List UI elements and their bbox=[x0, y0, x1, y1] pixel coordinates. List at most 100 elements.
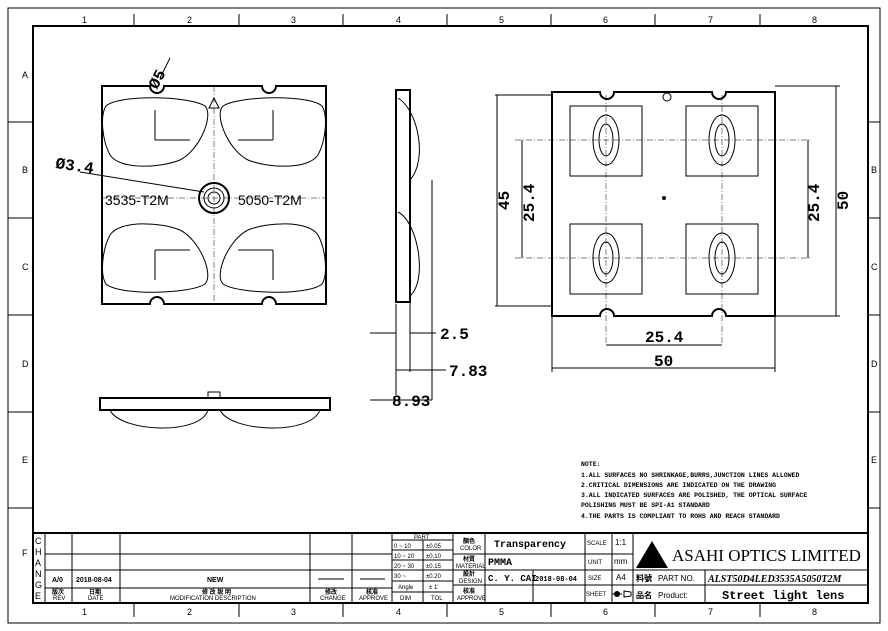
projection-symbol-icon bbox=[612, 590, 632, 598]
part-no-label: PART NO. bbox=[658, 574, 695, 583]
zone-row-e: E bbox=[22, 455, 28, 465]
note-line: 1.ALL SURFACES NO SHRINKAGE,BURRS,JUNCTI… bbox=[581, 472, 800, 479]
tolerance-value: ±0.15 bbox=[426, 564, 442, 570]
zone-row-e-right: E bbox=[871, 455, 877, 465]
sheet-label: SHEET bbox=[586, 592, 606, 598]
dim-25-4-bottom: 25.4 bbox=[645, 329, 684, 347]
zone-col-4-bottom: 4 bbox=[396, 607, 401, 617]
dim-25-4-left: 25.4 bbox=[521, 183, 539, 222]
scale-value: 1:1 bbox=[615, 538, 627, 547]
material-label: MATERIAL bbox=[456, 564, 486, 570]
zone-col-5: 5 bbox=[499, 15, 504, 25]
zone-row-d: D bbox=[22, 359, 29, 369]
note-line: 4.THE PARTS IS COMPLIANT TO ROHS AND REA… bbox=[581, 513, 780, 520]
tolerance-tol-label: TOL bbox=[431, 596, 443, 602]
zone-col-8: 8 bbox=[812, 15, 817, 25]
zone-row-f: F bbox=[22, 548, 28, 558]
unit-label: UNIT bbox=[588, 560, 602, 566]
led-right-label: 5050-T2M bbox=[238, 192, 302, 208]
change-header: CHANGE bbox=[320, 596, 346, 602]
tolerance-value: ±0.05 bbox=[426, 544, 442, 550]
zone-row-b: B bbox=[22, 165, 28, 175]
dim-50-horizontal: 50 bbox=[654, 353, 673, 371]
size-value: A4 bbox=[616, 573, 626, 582]
zone-row-c-right: C bbox=[871, 262, 878, 272]
tolerance-value: ± 1' bbox=[429, 585, 438, 591]
change-letter: G bbox=[35, 580, 42, 590]
product-value: Street light lens bbox=[722, 589, 844, 603]
rev-header: REV bbox=[53, 596, 65, 602]
tolerance-range: 30 ~ bbox=[394, 574, 406, 580]
approve-header-cn: 核准 bbox=[366, 588, 378, 596]
zone-col-2: 2 bbox=[187, 15, 192, 25]
change-letter: N bbox=[35, 569, 42, 579]
change-letter: H bbox=[35, 547, 42, 557]
front-view: Ø5 Ø3.4 3535-T2M 5050-T2M bbox=[54, 57, 327, 305]
zone-col-4: 4 bbox=[396, 15, 401, 25]
date-header: DATE bbox=[88, 596, 104, 602]
note-line: 3.ALL INDICATED SURFACES ARE POLISHED, T… bbox=[581, 492, 807, 499]
tolerance-value: ±0.20 bbox=[426, 574, 442, 580]
material-label-cn: 材質 bbox=[462, 555, 475, 563]
top-view: 45 25.4 25.4 50 25.4 50 bbox=[495, 85, 853, 372]
side-dim-8-93: 8.93 bbox=[392, 393, 430, 411]
side-dim-2-5: 2.5 bbox=[440, 326, 469, 344]
scale-label: SCALE bbox=[587, 541, 607, 547]
design-label: DESIGN bbox=[459, 579, 482, 585]
notes-title: NOTE: bbox=[581, 461, 601, 468]
product-label: Product: bbox=[658, 591, 688, 600]
description-value: NEW bbox=[207, 577, 224, 584]
part-no-label-cn: 料號 bbox=[636, 573, 652, 583]
notch-diameter-label: Ø5 bbox=[146, 67, 171, 92]
rev-value: A/0 bbox=[52, 577, 63, 584]
zone-col-8-bottom: 8 bbox=[812, 607, 817, 617]
size-label: SIZE bbox=[588, 576, 601, 582]
zone-col-6-bottom: 6 bbox=[603, 607, 608, 617]
dim-25-4-right: 25.4 bbox=[806, 183, 824, 222]
date-header-cn: 日期 bbox=[89, 588, 101, 596]
zone-col-5-bottom: 5 bbox=[499, 607, 504, 617]
material-value: PMMA bbox=[488, 558, 512, 569]
zone-row-b-right: B bbox=[871, 165, 877, 175]
tolerance-range: Angle bbox=[398, 585, 414, 591]
tolerance-range: 10 ~ 20 bbox=[394, 554, 415, 560]
designer-value: C. Y. CAI bbox=[488, 574, 537, 584]
company-name: ASAHI OPTICS LIMITED bbox=[672, 546, 861, 565]
zone-col-3: 3 bbox=[291, 15, 296, 25]
center-hole-diameter-label: Ø3.4 bbox=[54, 155, 95, 178]
side-dim-7-83: 7.83 bbox=[449, 363, 487, 381]
rev-header-cn: 版次 bbox=[51, 588, 64, 596]
zone-col-7: 7 bbox=[708, 15, 713, 25]
desc-header-cn: 修 改 說 明 bbox=[201, 588, 231, 596]
change-letter: C bbox=[35, 536, 42, 546]
part-no-value: ALST50D4LED3535A5050T2M bbox=[707, 574, 842, 585]
zone-col-1-bottom: 1 bbox=[82, 607, 87, 617]
dim-50-vertical: 50 bbox=[835, 191, 853, 210]
design-label-cn: 設計 bbox=[463, 570, 475, 578]
zone-col-2-bottom: 2 bbox=[187, 607, 192, 617]
title-block: C H A N G E A/0 2018-08-04 NEW 版次 REV 日期… bbox=[32, 532, 869, 604]
bottom-view bbox=[99, 391, 331, 429]
dim-45: 45 bbox=[496, 191, 514, 210]
gate-triangle-icon bbox=[208, 96, 220, 109]
notes: NOTE: 1.ALL SURFACES NO SHRINKAGE,BURRS,… bbox=[581, 461, 807, 520]
zone-row-a: A bbox=[22, 70, 28, 80]
desc-header: MODIFICATION DESCRIPTION bbox=[170, 596, 256, 602]
note-line: 2.CRITICAL DIMENSIONS ARE INDICATED ON T… bbox=[581, 482, 776, 489]
date-value: 2018-08-04 bbox=[76, 577, 112, 584]
company-logo-icon bbox=[636, 541, 668, 568]
zone-col-6: 6 bbox=[603, 15, 608, 25]
unit-value: mm bbox=[614, 557, 628, 566]
product-label-cn: 品名 bbox=[636, 590, 652, 600]
tolerance-range: 20 ~ 30 bbox=[394, 564, 415, 570]
tolerance-header: PART bbox=[414, 535, 430, 541]
tolerance-dim-label: DIM bbox=[400, 596, 411, 602]
side-view: 2.5 7.83 8.93 bbox=[370, 89, 487, 411]
zone-col-3-bottom: 3 bbox=[291, 607, 296, 617]
tolerance-value: ±0.10 bbox=[426, 554, 442, 560]
change-letter: E bbox=[35, 591, 41, 601]
tolerance-range: 0 ~ 10 bbox=[394, 544, 412, 550]
approve-header: APPROVE bbox=[359, 596, 388, 602]
note-line: POLISHING MUST BE SPI-A1 STANDARD bbox=[581, 502, 710, 509]
